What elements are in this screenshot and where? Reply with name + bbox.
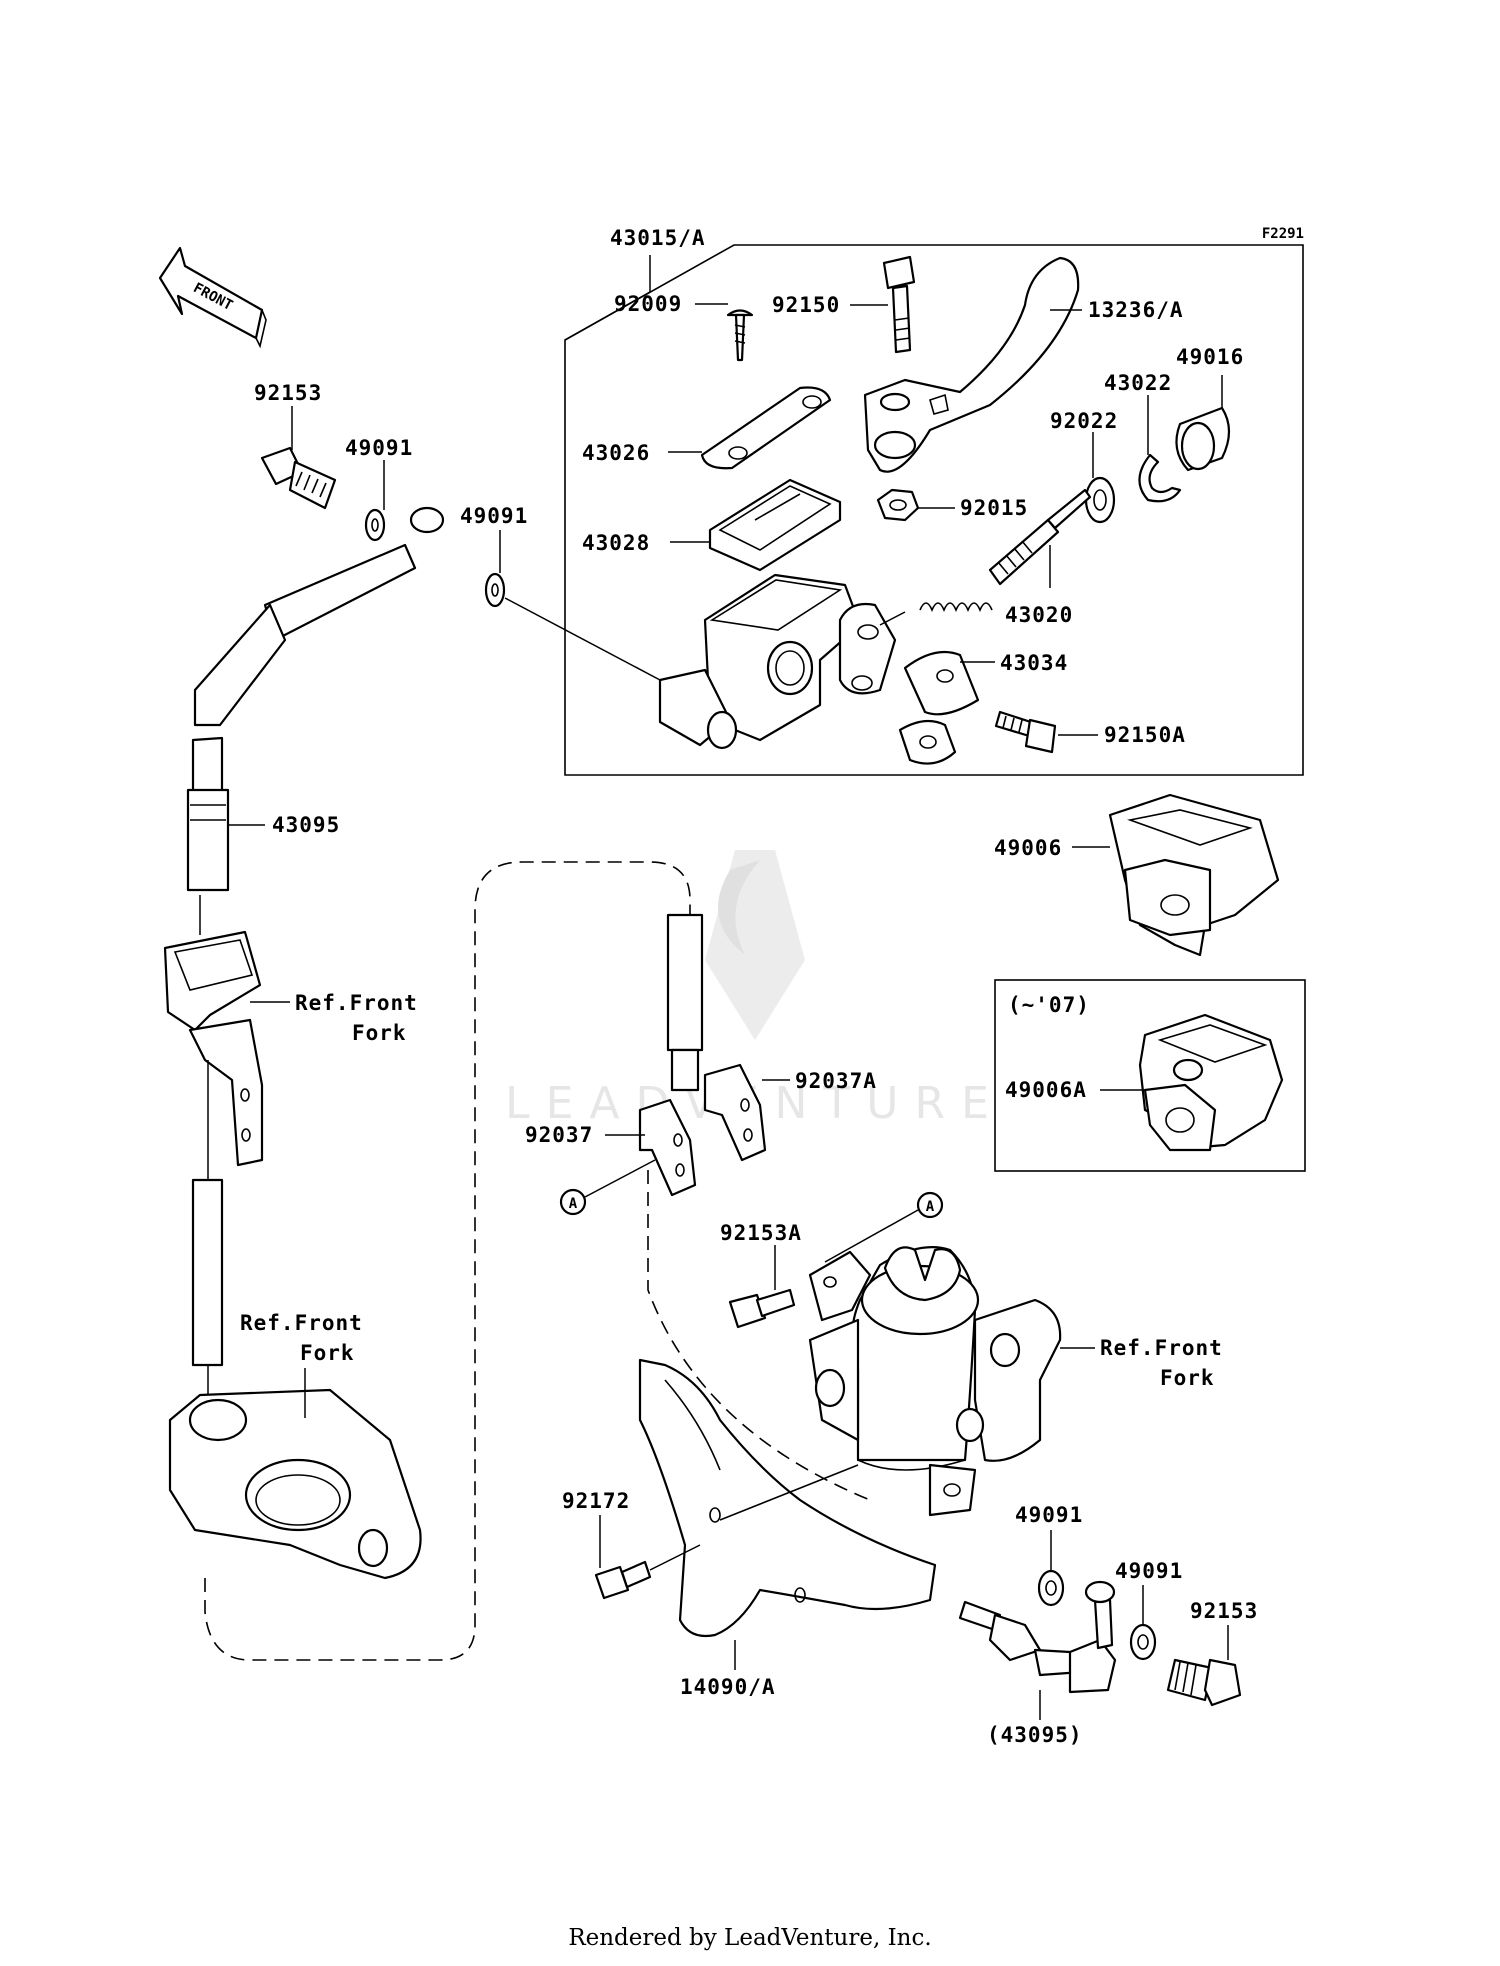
label-92037a: 92037A xyxy=(795,1069,877,1093)
label-43026: 43026 xyxy=(582,441,650,465)
label-14090a: 14090/A xyxy=(680,1675,776,1699)
label-43022: 43022 xyxy=(1104,371,1172,395)
bolt-92150 xyxy=(882,255,916,354)
label-43034: 43034 xyxy=(1000,651,1068,675)
label-13236a: 13236/A xyxy=(1088,298,1184,322)
guard-14090a xyxy=(638,1358,937,1638)
label-43015a: 43015/A xyxy=(610,226,706,250)
callout-a-right-letter: A xyxy=(926,1199,935,1215)
ref-front-fork-2b: Fork xyxy=(300,1341,355,1365)
label-49091-top1: 49091 xyxy=(345,436,413,460)
banjo-bolt-92153-top xyxy=(260,446,337,510)
watermark: LEADVENTURE xyxy=(505,850,989,1129)
label-43028: 43028 xyxy=(582,531,650,555)
diaphragm-43028 xyxy=(708,478,842,572)
label-49091-top2: 49091 xyxy=(460,504,528,528)
piston-kit-43020 xyxy=(919,488,1092,613)
label-92153-bottom: 92153 xyxy=(1190,1599,1258,1623)
lever-13236a xyxy=(863,256,1080,473)
bolt-92172 xyxy=(594,1560,652,1600)
callout-a-right: A xyxy=(824,1191,944,1263)
bolt-92153a xyxy=(728,1288,796,1329)
screw-92009 xyxy=(726,309,754,362)
ref-front-fork-3b: Fork xyxy=(1160,1366,1215,1390)
circlip-43022 xyxy=(1138,453,1182,503)
nut-92015 xyxy=(876,488,920,522)
label-92150a: 92150A xyxy=(1104,723,1186,747)
washer-49091-top1 xyxy=(364,508,386,542)
clip-92037 xyxy=(638,1098,697,1197)
label-49016: 49016 xyxy=(1176,345,1244,369)
figure-code: F2291 xyxy=(1262,226,1304,242)
washer-49091-top2 xyxy=(484,572,506,608)
ref-front-fork-1b: Fork xyxy=(352,1021,407,1045)
brake-hose-right-segment xyxy=(666,913,704,1092)
label-92037: 92037 xyxy=(525,1123,593,1147)
callout-a-left-letter: A xyxy=(569,1196,578,1212)
label-92009: 92009 xyxy=(614,292,682,316)
label-92022: 92022 xyxy=(1050,409,1118,433)
label-49006: 49006 xyxy=(994,836,1062,860)
variant-box xyxy=(994,979,1306,1172)
hose-guide-49006a xyxy=(1138,1013,1284,1152)
washer-49091-bot1 xyxy=(1037,1569,1065,1607)
label-49091-bot2: 49091 xyxy=(1115,1559,1183,1583)
label-92150: 92150 xyxy=(772,293,840,317)
label-43095-paren: (43095) xyxy=(987,1723,1083,1747)
washer-49091-bot2 xyxy=(1129,1623,1157,1661)
label-49091-bot1: 49091 xyxy=(1015,1503,1083,1527)
hose-guide-left xyxy=(163,930,264,1167)
hose-routing-path xyxy=(204,861,691,1661)
banjo-bolt-92153-bottom xyxy=(1166,1658,1242,1707)
callout-a-left: A xyxy=(559,1159,656,1216)
label-49006a: 49006A xyxy=(1005,1078,1087,1102)
washer-92022 xyxy=(1084,476,1116,524)
label-92015: 92015 xyxy=(960,496,1028,520)
fork-leg xyxy=(808,1246,1062,1517)
ref-front-fork-1a: Ref.Front xyxy=(295,991,418,1015)
front-arrow-icon: FRONT xyxy=(158,246,267,349)
footer-credit: Rendered by LeadVenture, Inc. xyxy=(568,1925,931,1951)
bolt-92150a xyxy=(994,710,1057,754)
label-43020: 43020 xyxy=(1005,603,1073,627)
brake-hose-43095 xyxy=(186,506,445,892)
hose-guide-49006 xyxy=(1108,793,1280,957)
label-92172: 92172 xyxy=(562,1489,630,1513)
brake-hose-lower-fitting xyxy=(958,1580,1117,1694)
label-43095: 43095 xyxy=(272,813,340,837)
cap-49016 xyxy=(1175,406,1231,472)
reservoir-cover-43026 xyxy=(700,386,832,470)
ref-front-fork-2a: Ref.Front xyxy=(240,1311,363,1335)
clip-92037a xyxy=(703,1063,767,1162)
label-92153a: 92153A xyxy=(720,1221,802,1245)
clamp-43034 xyxy=(898,650,980,765)
ref-front-fork-3a: Ref.Front xyxy=(1100,1336,1223,1360)
label-92153-top: 92153 xyxy=(254,381,322,405)
brake-hose-lower-left xyxy=(191,1178,224,1367)
section-note: (~'07) xyxy=(1008,993,1090,1017)
fork-bracket-left xyxy=(168,1388,422,1580)
master-cylinder-body xyxy=(658,573,897,750)
